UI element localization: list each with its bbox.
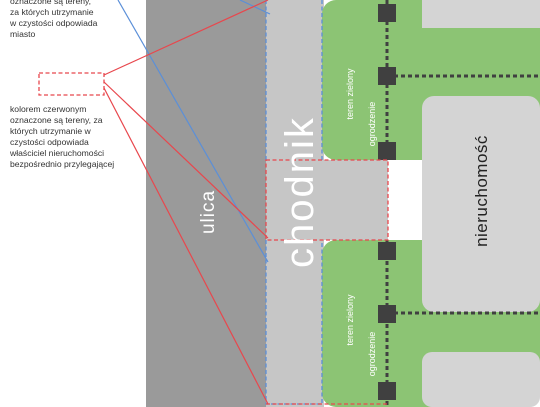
fence-post <box>378 242 396 260</box>
blue-leader-lines <box>117 0 271 263</box>
property-block-main <box>422 96 540 312</box>
driveway-area <box>266 160 388 240</box>
legend-red-sample <box>38 72 105 96</box>
fence-bottom-label: ogrodzenie <box>367 331 377 377</box>
green-area-top-label: teren zielony <box>345 68 355 120</box>
street-label: ulica <box>198 189 219 235</box>
fence-post <box>378 382 396 400</box>
property-block-bottom <box>422 352 540 407</box>
legend-red-text: kolorem czerwonym oznaczone są tereny, z… <box>10 104 115 169</box>
sidewalk-label: chodnik <box>278 116 322 268</box>
fence-top-label: ogrodzenie <box>367 101 377 147</box>
green-area-bottom-label: teren zielony <box>345 294 355 346</box>
street-area <box>146 0 266 407</box>
fence-posts <box>378 4 396 400</box>
fence-post <box>378 142 396 160</box>
property-label: nieruchomość <box>472 135 491 247</box>
fence-post <box>378 305 396 323</box>
property-block-top <box>422 0 540 28</box>
red-leader-lines <box>103 0 269 405</box>
legend-blue-text: oznaczone są tereny, za których utrzyman… <box>10 0 98 39</box>
fence-post <box>378 67 396 85</box>
owner-area-outline <box>265 159 389 241</box>
fence-post <box>378 4 396 22</box>
